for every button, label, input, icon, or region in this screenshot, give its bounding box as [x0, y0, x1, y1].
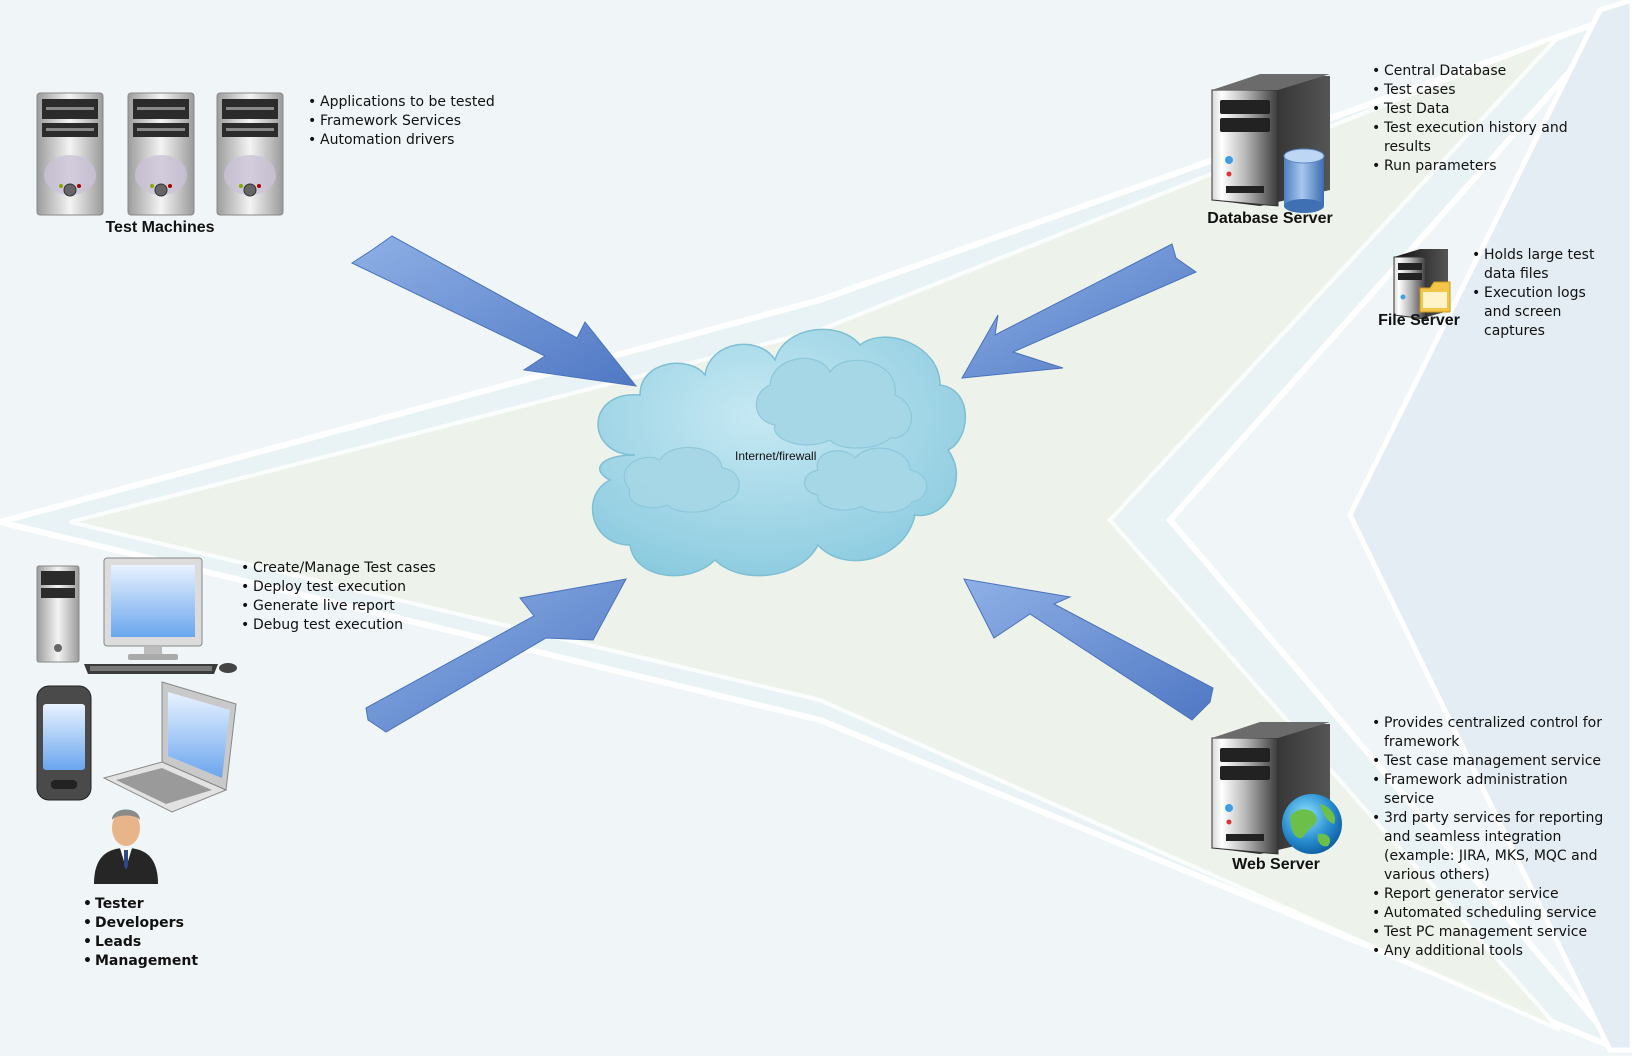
client-task-bullet: Generate live report: [241, 597, 481, 616]
client-desktop-tower-icon: [36, 565, 80, 663]
database-server-bullet: Run parameters: [1372, 157, 1572, 176]
web-server-bullet: Test PC management service: [1372, 923, 1617, 942]
client-task-bullet: Create/Manage Test cases: [241, 559, 481, 578]
person-avatar-icon: [94, 809, 158, 884]
role-bullet: Tester: [83, 895, 283, 914]
test-machines-bullet: Applications to be tested: [308, 93, 528, 112]
web-server-bullet: Test case management service: [1372, 752, 1617, 771]
role-bullet: Developers: [83, 914, 283, 933]
mobile-phone-icon: [36, 685, 92, 801]
role-bullet: Management: [83, 952, 283, 971]
web-server-bullet: Provides centralized control for framewo…: [1372, 714, 1617, 752]
web-server-bullet: Automated scheduling service: [1372, 904, 1617, 923]
database-server-bullet: Test Data: [1372, 100, 1572, 119]
database-cylinder-icon: [1283, 148, 1325, 213]
database-server-bullet: Test execution history and results: [1372, 119, 1572, 157]
role-bullet: Leads: [83, 933, 283, 952]
cloud-label: Internet/firewall: [735, 449, 817, 463]
file-server-bullet-list: Holds large test data files Execution lo…: [1472, 246, 1602, 341]
web-server-bullet: Framework administration service: [1372, 771, 1617, 809]
arrow-from-test-machines: [350, 235, 638, 387]
web-server-icon: [1211, 722, 1330, 855]
client-keyboard-icon: [84, 663, 237, 674]
file-server-bullet: Execution logs and screen captures: [1472, 284, 1602, 341]
web-server-label: Web Server: [1232, 856, 1320, 873]
arrow-from-web-server: [963, 578, 1214, 721]
arrow-from-clients: [365, 578, 627, 733]
client-monitor-icon: [103, 557, 203, 660]
test-machines-bullet: Framework Services: [308, 112, 528, 131]
test-machine-tower-1: [36, 92, 104, 216]
web-server-bullet: Any additional tools: [1372, 942, 1617, 961]
test-machines-label: Test Machines: [105, 219, 215, 236]
test-machine-tower-3: [216, 92, 284, 216]
roles-bullet-list: Tester Developers Leads Management: [83, 895, 283, 971]
database-server-bullet: Central Database: [1372, 62, 1572, 81]
client-tasks-bullet-list: Create/Manage Test cases Deploy test exe…: [241, 559, 481, 635]
database-server-label: Database Server: [1207, 210, 1333, 227]
arrow-from-database-server: [961, 243, 1198, 379]
file-server-bullet: Holds large test data files: [1472, 246, 1602, 284]
file-server-label: File Server: [1378, 312, 1460, 329]
web-server-bullet: 3rd party services for reporting and sea…: [1372, 809, 1617, 885]
test-machines-bullet: Automation drivers: [308, 131, 528, 150]
database-server-bullet: Test cases: [1372, 81, 1572, 100]
internet-firewall-cloud: [591, 328, 967, 577]
test-machines-bullet-list: Applications to be tested Framework Serv…: [308, 93, 528, 150]
globe-icon: [1282, 794, 1342, 854]
client-task-bullet: Debug test execution: [241, 616, 481, 635]
test-machine-tower-2: [127, 92, 195, 216]
folder-icon: [1419, 281, 1451, 313]
web-server-bullet: Report generator service: [1372, 885, 1617, 904]
database-server-bullet-list: Central Database Test cases Test Data Te…: [1372, 62, 1572, 176]
web-server-bullet-list: Provides centralized control for framewo…: [1372, 714, 1617, 961]
client-task-bullet: Deploy test execution: [241, 578, 481, 597]
laptop-icon: [102, 681, 237, 813]
